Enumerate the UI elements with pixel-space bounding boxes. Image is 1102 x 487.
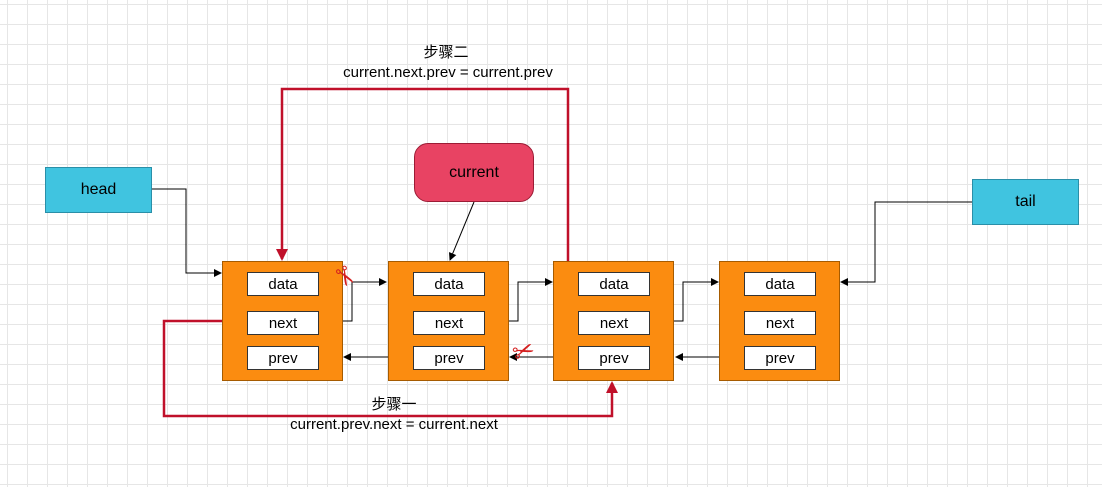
- node-data-field: data: [744, 272, 816, 296]
- head-pointer-box: head: [45, 167, 152, 213]
- tail-link-arrow: [840, 201, 972, 286]
- node-prev-field: prev: [744, 346, 816, 370]
- node-next-field: next: [247, 311, 319, 335]
- head-link-arrow: [152, 188, 222, 277]
- node-prev-field: prev: [247, 346, 319, 370]
- node-data-field: data: [413, 272, 485, 296]
- node-prev-field: prev: [413, 346, 485, 370]
- list-node-3: data next prev: [553, 261, 674, 381]
- step-two-code: current.next.prev = current.prev: [343, 64, 553, 81]
- node-data-field: data: [578, 272, 650, 296]
- step-two-title: 步骤二: [423, 44, 469, 61]
- current-link-arrow: [448, 201, 475, 261]
- step-one-arrow: [162, 319, 618, 418]
- node-next-field: next: [744, 311, 816, 335]
- node-prev-field: prev: [578, 346, 650, 370]
- step-one-title: 步骤一: [371, 396, 417, 413]
- step-one-code: current.prev.next = current.next: [290, 416, 498, 433]
- list-node-4: data next prev: [719, 261, 840, 381]
- node-next-field: next: [413, 311, 485, 335]
- node-data-field: data: [247, 272, 319, 296]
- current-pointer-box: current: [414, 143, 534, 202]
- tail-pointer-box: tail: [972, 179, 1079, 225]
- list-node-2: data next prev: [388, 261, 509, 381]
- list-node-1: data next prev: [222, 261, 343, 381]
- node-next-field: next: [578, 311, 650, 335]
